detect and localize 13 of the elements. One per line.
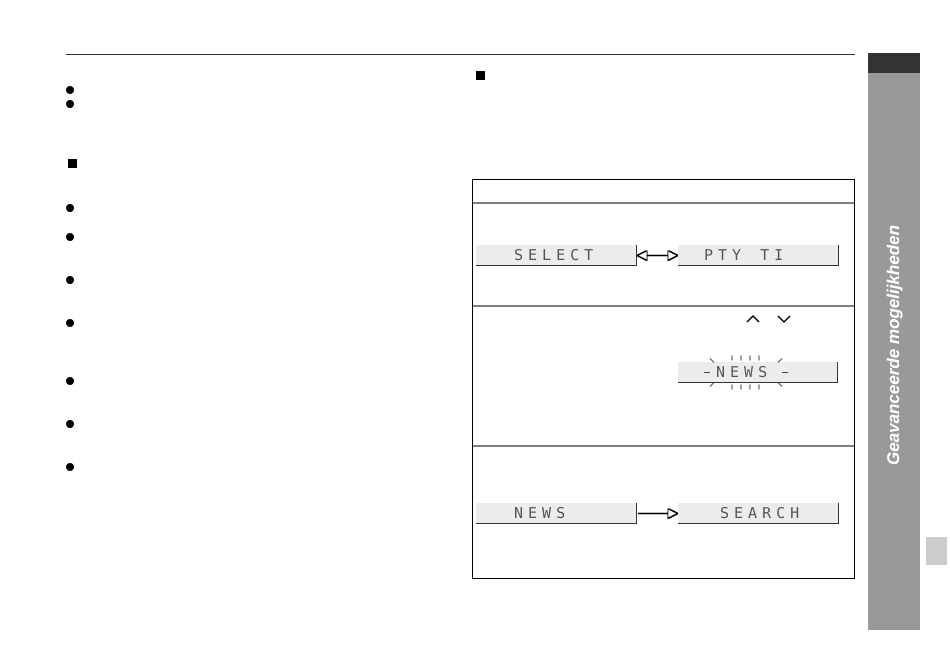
- lcd-display: [678, 503, 839, 524]
- display-text: SELECT: [514, 245, 598, 265]
- display-text: NEWS: [716, 362, 772, 382]
- display-text: SEARCH: [720, 503, 804, 523]
- display-text: NEWS: [514, 503, 570, 523]
- lcd-display: [678, 362, 838, 383]
- display-text: PTY TI: [704, 245, 788, 265]
- arrow: [638, 507, 679, 520]
- lcd-display: [476, 245, 637, 266]
- lcd-display: [476, 503, 637, 524]
- arrow: [636, 249, 679, 262]
- section-title: Geavanceerde mogelijkheden: [884, 225, 904, 465]
- lcd-display: [678, 245, 839, 266]
